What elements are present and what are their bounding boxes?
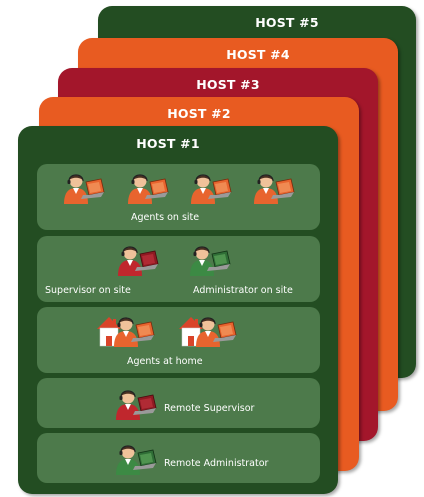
agent-with-laptop-icon [61,170,107,208]
agents-on-site-panel: Agents on site [37,164,320,230]
home-agent-icon [177,311,239,353]
administrator-with-laptop-icon [113,441,159,479]
administrator-on-site-label: Administrator on site [193,285,293,296]
remote-supervisor-label: Remote Supervisor [164,403,255,414]
remote-administrator-panel: Remote Administrator [37,433,320,483]
supervisor-with-laptop-icon [115,242,161,280]
agent-with-laptop-icon [125,170,171,208]
supervisor-on-site-label: Supervisor on site [45,285,131,296]
host-card-1: HOST #1 Agents on site Supervisor on sit… [18,126,338,494]
host-4-title: HOST #4 [226,47,290,62]
agents-on-site-label: Agents on site [131,212,200,223]
supervisor-with-laptop-icon [113,386,159,424]
on-site-staff-panel: Supervisor on site Administrator on site [37,236,320,302]
home-agent-icon [95,311,157,353]
remote-administrator-label: Remote Administrator [164,458,269,469]
host-1-title: HOST #1 [136,136,200,151]
agents-at-home-panel: Agents at home [37,307,320,373]
administrator-with-laptop-icon [187,242,233,280]
host-2-title: HOST #2 [167,106,231,121]
host-5-title: HOST #5 [255,15,319,30]
agent-with-laptop-icon [188,170,234,208]
host-3-title: HOST #3 [196,77,260,92]
agent-with-laptop-icon [251,170,297,208]
agents-at-home-label: Agents at home [127,356,203,367]
remote-supervisor-panel: Remote Supervisor [37,378,320,428]
